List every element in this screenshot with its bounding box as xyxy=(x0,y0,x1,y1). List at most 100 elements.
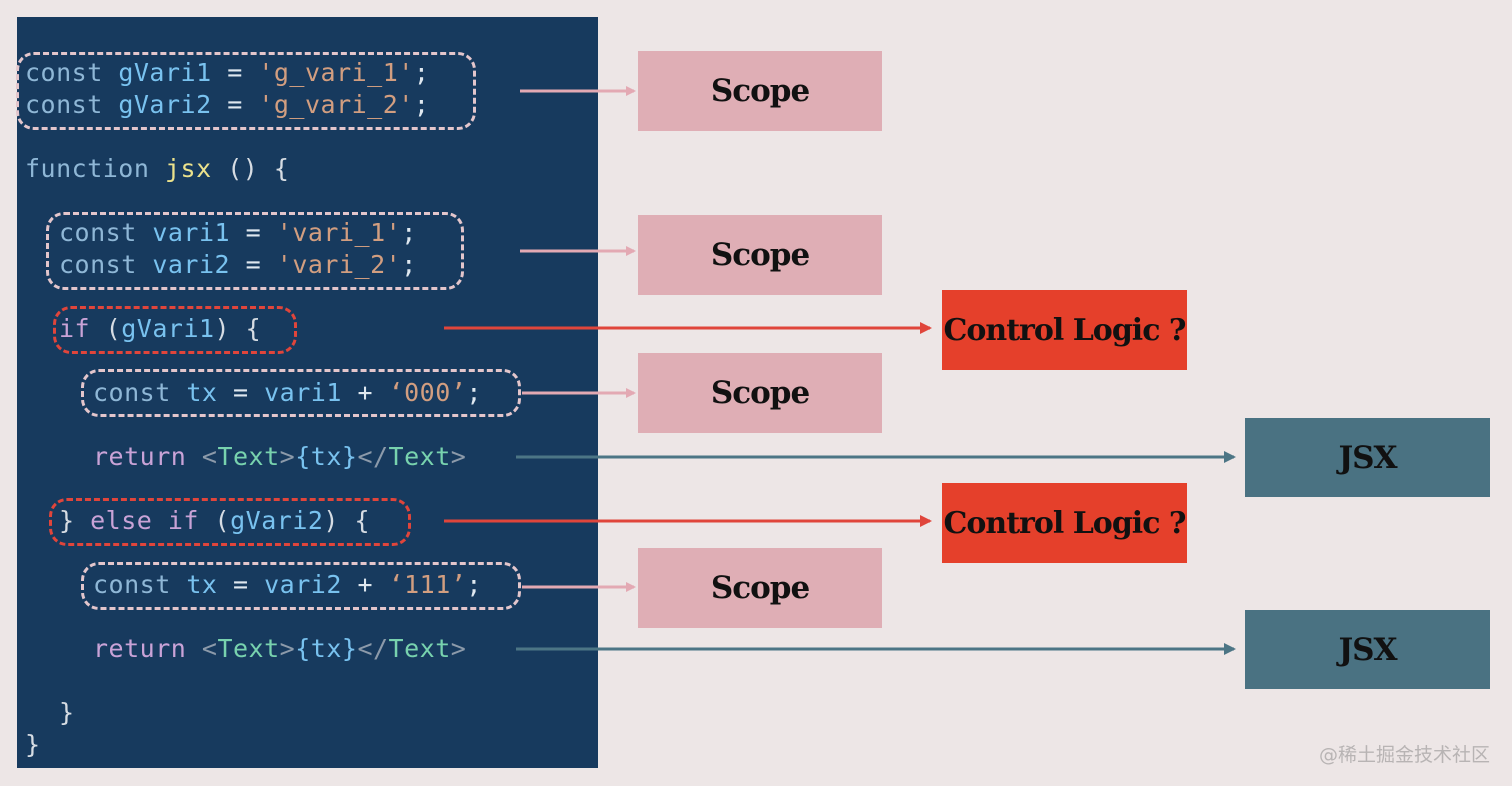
scope-label: Scope xyxy=(710,570,810,606)
semicolon: ; xyxy=(401,218,417,247)
tag-bracket: > xyxy=(450,634,467,663)
control-logic-box-if: Control Logic ? xyxy=(942,290,1187,370)
keyword: const xyxy=(59,218,137,247)
operator: = xyxy=(233,378,249,407)
variable-name: vari2 xyxy=(152,250,231,279)
tag-bracket: > xyxy=(279,442,296,471)
tag-name: Text xyxy=(388,442,451,471)
scope-label: Scope xyxy=(710,375,810,411)
semicolon: ; xyxy=(466,378,482,407)
tag-bracket: < xyxy=(201,442,218,471)
if-control-outline xyxy=(53,306,297,354)
jsx-box-if: JSX xyxy=(1245,418,1490,497)
tag-name: Text xyxy=(217,442,280,471)
code-line-1: const gVari1 = 'g_vari_1'; xyxy=(25,57,429,89)
else-if-control-outline xyxy=(49,498,411,546)
jsx-box-else: JSX xyxy=(1245,610,1490,689)
variable-name: gVari2 xyxy=(230,506,324,535)
variable-name: gVari2 xyxy=(118,90,212,119)
variable-name: gVari1 xyxy=(121,314,215,343)
code-line-3: function jsx () { xyxy=(25,153,289,185)
keyword: return xyxy=(93,634,187,663)
tag-name: Text xyxy=(388,634,451,663)
string-literal: 'vari_1' xyxy=(276,218,402,247)
code-line-11: return <Text>{tx}</Text> xyxy=(93,633,466,665)
brace: } xyxy=(59,698,75,727)
string-literal: 'g_vari_2' xyxy=(258,90,414,119)
variable-ref: vari1 xyxy=(264,378,342,407)
tag-bracket: </ xyxy=(357,634,389,663)
scope-box-if-block: Scope xyxy=(638,353,882,433)
operator: = xyxy=(233,570,249,599)
semicolon: ; xyxy=(413,58,430,87)
keyword: const xyxy=(93,378,171,407)
code-line-10: const tx = vari2 + ‘111’; xyxy=(93,569,482,601)
code-line-8: return <Text>{tx}</Text> xyxy=(93,441,466,473)
function-name: jsx xyxy=(164,154,212,183)
tag-name: Text xyxy=(217,634,280,663)
string-literal: 'g_vari_1' xyxy=(258,58,414,87)
operator: = xyxy=(227,58,243,87)
string-literal: 'vari_2' xyxy=(276,250,402,279)
scope-label: Scope xyxy=(710,237,810,273)
control-logic-label: Control Logic ? xyxy=(943,312,1187,348)
operator: = xyxy=(245,218,262,247)
variable-name: tx xyxy=(186,570,218,599)
semicolon: ; xyxy=(401,250,417,279)
brace: } xyxy=(25,730,41,759)
global-scope-outline xyxy=(16,52,476,130)
code-line-2: const gVari2 = 'g_vari_2'; xyxy=(25,89,429,121)
tag-bracket: < xyxy=(201,634,218,663)
keyword: const xyxy=(59,250,137,279)
control-logic-label: Control Logic ? xyxy=(943,505,1187,541)
code-panel: const gVari1 = 'g_vari_1'; const gVari2 … xyxy=(17,17,598,768)
semicolon: ; xyxy=(413,90,430,119)
code-line-13: } xyxy=(25,729,41,761)
jsx-expression: {tx} xyxy=(295,634,358,663)
keyword: function xyxy=(25,154,150,183)
punctuation: ) { xyxy=(214,314,262,343)
punctuation: ( xyxy=(214,506,231,535)
operator: = xyxy=(227,90,243,119)
scope-box-global: Scope xyxy=(638,51,882,131)
code-line-6: if (gVari1) { xyxy=(59,313,261,345)
code-line-7: const tx = vari1 + ‘000’; xyxy=(93,377,482,409)
operator: + xyxy=(357,378,374,407)
scope-box-else-block: Scope xyxy=(638,548,882,628)
scope-box-function: Scope xyxy=(638,215,882,295)
variable-name: vari1 xyxy=(152,218,231,247)
if-block-scope-outline xyxy=(81,369,521,417)
keyword: return xyxy=(93,442,187,471)
code-line-5: const vari2 = 'vari_2'; xyxy=(59,249,417,281)
punctuation: () { xyxy=(227,154,290,183)
tag-bracket: </ xyxy=(357,442,389,471)
keyword: const xyxy=(93,570,171,599)
code-line-4: const vari1 = 'vari_1'; xyxy=(59,217,417,249)
keyword: else if xyxy=(90,506,199,535)
code-line-9: } else if (gVari2) { xyxy=(59,505,370,537)
jsx-label: JSX xyxy=(1338,439,1397,476)
keyword: const xyxy=(25,58,103,87)
variable-name: tx xyxy=(186,378,218,407)
operator: + xyxy=(357,570,374,599)
jsx-label: JSX xyxy=(1338,631,1397,668)
tag-bracket: > xyxy=(279,634,296,663)
punctuation: ) { xyxy=(323,506,371,535)
variable-ref: vari2 xyxy=(264,570,342,599)
variable-name: gVari1 xyxy=(118,58,212,87)
string-literal: ‘111’ xyxy=(388,570,467,599)
punctuation: ( xyxy=(105,314,122,343)
semicolon: ; xyxy=(466,570,482,599)
operator: = xyxy=(245,250,262,279)
function-scope-outline xyxy=(46,212,464,290)
control-logic-box-else: Control Logic ? xyxy=(942,483,1187,563)
else-block-scope-outline xyxy=(81,562,521,610)
tag-bracket: > xyxy=(450,442,467,471)
watermark: @稀土掘金技术社区 xyxy=(1318,744,1490,766)
jsx-expression: {tx} xyxy=(295,442,358,471)
keyword: const xyxy=(25,90,103,119)
code-line-12: } xyxy=(59,697,75,729)
string-literal: ‘000’ xyxy=(388,378,467,407)
scope-label: Scope xyxy=(710,73,810,109)
